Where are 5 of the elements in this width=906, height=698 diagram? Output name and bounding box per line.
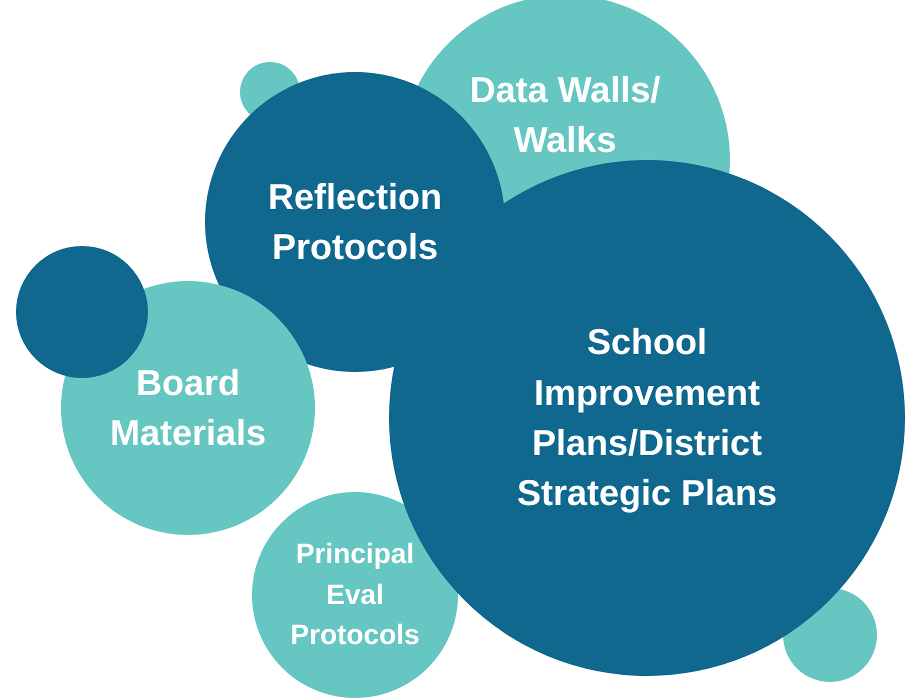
bubble-label: Principal Eval Protocols	[289, 537, 421, 652]
bubble-label: Board Materials	[108, 360, 268, 455]
bubble-label: School Improvement Plans/District Strategic Plans	[516, 320, 778, 516]
bubble-label: Data Walls/ Walks	[468, 68, 662, 162]
bubble-label: Reflection Protocols	[266, 174, 444, 269]
